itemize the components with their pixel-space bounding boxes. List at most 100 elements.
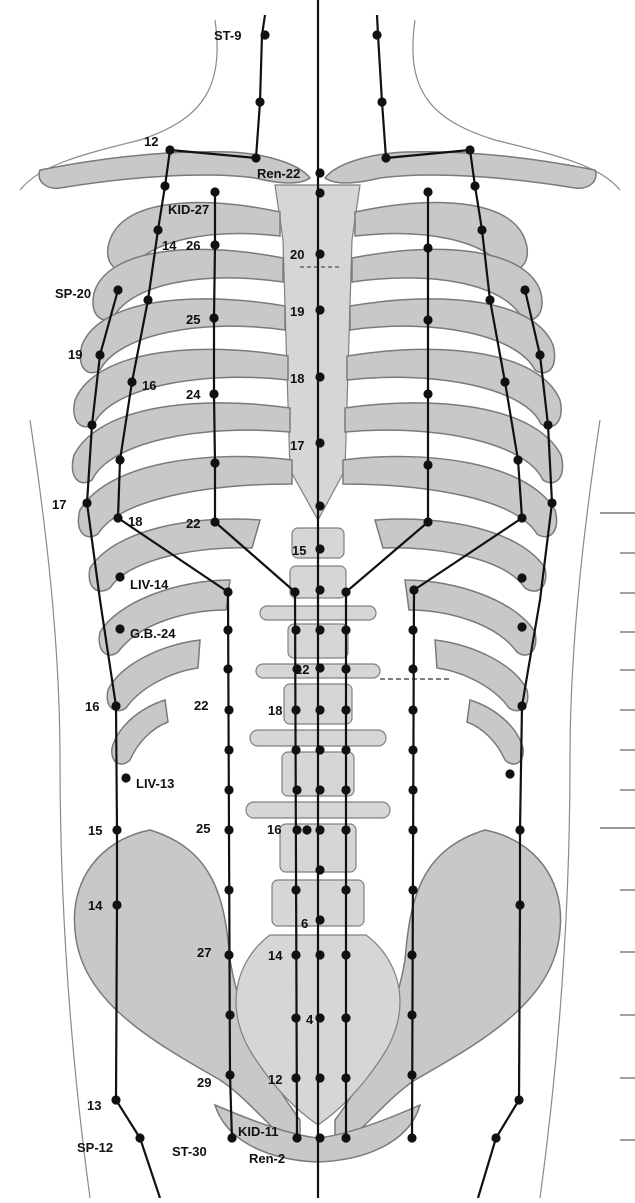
label-st25: 25 xyxy=(196,821,210,836)
label-ren2: Ren-2 xyxy=(249,1151,285,1166)
acupoint-dot xyxy=(408,664,418,674)
label-sp12: SP-12 xyxy=(77,1140,113,1155)
label-sp13: 13 xyxy=(87,1098,101,1113)
acupoint-dot xyxy=(82,498,92,508)
acupoint-dot xyxy=(223,587,233,597)
label-ren15: 15 xyxy=(292,543,306,558)
label-st18: 18 xyxy=(128,514,142,529)
acupoint-dot xyxy=(135,1133,145,1143)
acupoint-dot xyxy=(517,701,527,711)
label-ren12: 12 xyxy=(295,662,309,677)
acupoint-dot xyxy=(292,664,302,674)
acupoint-dot xyxy=(224,745,234,755)
label-sp14: 14 xyxy=(88,898,103,913)
acupoint-dot xyxy=(407,1070,417,1080)
acupoint-dot xyxy=(341,664,351,674)
acupoint-dot xyxy=(290,587,300,597)
label-kid24: 24 xyxy=(186,387,201,402)
acupoint-dot xyxy=(224,950,234,960)
acupoint-dot xyxy=(292,1133,302,1143)
acupoint-dot xyxy=(477,225,487,235)
acupoint-dot xyxy=(407,1133,417,1143)
acupoint-dot xyxy=(112,825,122,835)
acupoint-dot xyxy=(113,513,123,523)
label-kid26: 26 xyxy=(186,238,200,253)
acupoint-dot xyxy=(315,1013,325,1023)
acupoint-dot xyxy=(423,460,433,470)
acupoint-dot xyxy=(505,769,515,779)
label-st12: 12 xyxy=(144,134,158,149)
label-st29: 29 xyxy=(197,1075,211,1090)
acupoint-dot xyxy=(515,900,525,910)
kidney-meridian-left xyxy=(212,192,299,1141)
label-st14: 14 xyxy=(162,238,177,253)
label-ren17: 17 xyxy=(290,438,304,453)
acupoint-dot xyxy=(210,187,220,197)
acupoint-dot xyxy=(255,97,265,107)
acupoint-dot xyxy=(315,305,325,315)
acupoint-dot xyxy=(260,30,270,40)
ribs-left xyxy=(71,201,293,765)
acupoint-dot xyxy=(535,350,545,360)
acupoint-dot xyxy=(372,30,382,40)
label-st22: 22 xyxy=(194,698,208,713)
acupoint-dot xyxy=(225,1010,235,1020)
acupoint-dot xyxy=(223,625,233,635)
point-labels: ST-9 12 Ren-22 KID-27 14 26 20 SP-20 19 … xyxy=(52,28,314,1166)
label-kid11: KID-11 xyxy=(238,1124,278,1139)
acupoint-dot xyxy=(111,701,121,711)
acupoint-dot xyxy=(315,1133,325,1143)
label-ren6: 6 xyxy=(301,916,308,931)
acupoint-dot xyxy=(315,249,325,259)
acupoint-dot xyxy=(423,315,433,325)
acupoint-dot xyxy=(292,785,302,795)
acupoint-dot xyxy=(315,785,325,795)
label-sp17: 17 xyxy=(52,497,66,512)
acupoint-dot xyxy=(210,517,220,527)
acupoint-dot xyxy=(341,705,351,715)
acupoint-dot xyxy=(341,625,351,635)
acupoint-dot xyxy=(513,455,523,465)
acupoint-dot xyxy=(315,745,325,755)
acupoint-dot xyxy=(341,587,351,597)
acupoint-dot xyxy=(160,181,170,191)
acupoint-dot xyxy=(153,225,163,235)
acupoint-dot xyxy=(112,900,122,910)
label-ren18: 18 xyxy=(290,371,304,386)
acupoint-dot xyxy=(165,145,175,155)
acupoint-dot xyxy=(491,1133,501,1143)
acupoint-dot xyxy=(517,513,527,523)
acupoint-dot xyxy=(292,825,302,835)
label-kid25: 25 xyxy=(186,312,200,327)
acupoint-dot xyxy=(423,389,433,399)
acupoint-dot xyxy=(408,625,418,635)
acupoint-dot xyxy=(381,153,391,163)
acupoint-dot xyxy=(315,865,325,875)
acupoint-dot xyxy=(209,389,219,399)
label-gb24: G.B.-24 xyxy=(130,626,176,641)
acupoint-dot xyxy=(517,573,527,583)
acupoint-dot xyxy=(315,188,325,198)
label-liv13: LIV-13 xyxy=(136,776,174,791)
acupoint-dot xyxy=(315,705,325,715)
acupoint-dot xyxy=(341,950,351,960)
label-kid14: 14 xyxy=(268,948,283,963)
acupoint-dot xyxy=(95,350,105,360)
label-kid12: 12 xyxy=(268,1072,282,1087)
acupoint-dot xyxy=(115,455,125,465)
acupoint-dot xyxy=(514,1095,524,1105)
acupoint-dot xyxy=(341,785,351,795)
acupoint-dot xyxy=(377,97,387,107)
label-sp19: 19 xyxy=(68,347,82,362)
label-kid27: KID-27 xyxy=(168,202,209,217)
acupoint-dot xyxy=(465,145,475,155)
acupoint-dot xyxy=(115,572,125,582)
acupoint-dot xyxy=(517,622,527,632)
acupoint-dot xyxy=(223,664,233,674)
label-st30: ST-30 xyxy=(172,1144,207,1159)
acupoint-dot xyxy=(251,153,261,163)
acupoint-dot xyxy=(341,825,351,835)
label-ren22: Ren-22 xyxy=(257,166,300,181)
label-kid18: 18 xyxy=(268,703,282,718)
